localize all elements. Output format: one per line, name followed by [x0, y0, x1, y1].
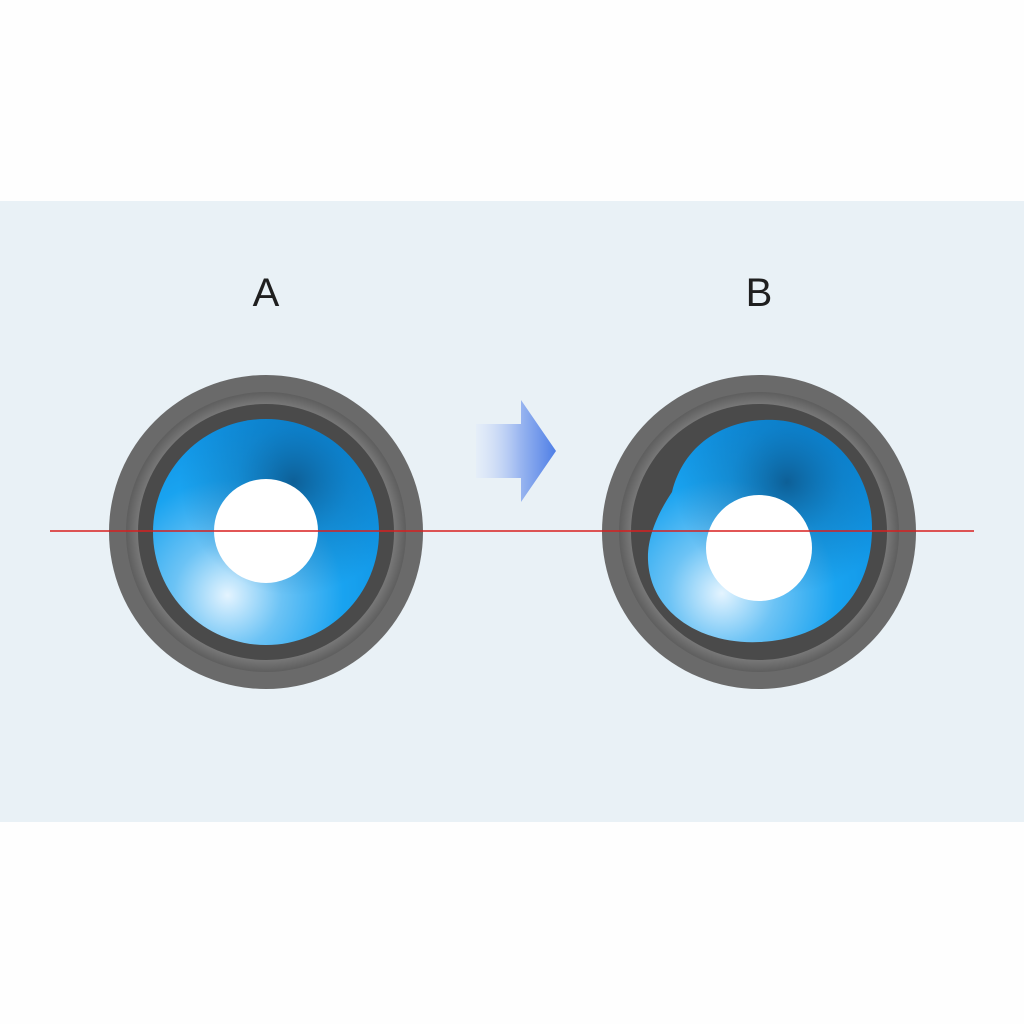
speaker-a: [109, 375, 423, 689]
speaker-b-dust-cap: [706, 495, 812, 601]
speaker-b: [602, 375, 916, 689]
label-a: A: [252, 271, 280, 315]
right-arrow-icon: [476, 400, 556, 502]
label-b: B: [745, 271, 773, 315]
